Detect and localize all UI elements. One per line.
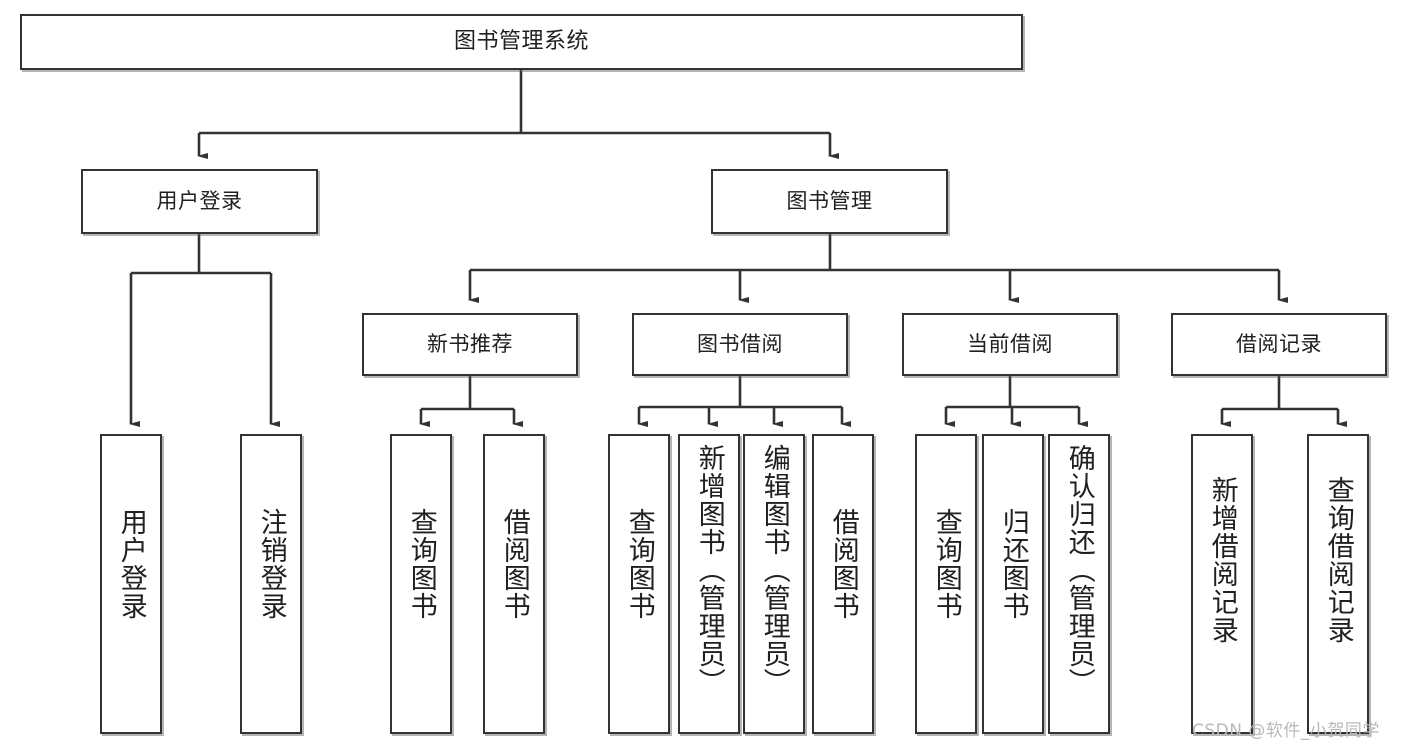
node-root-label: 图书管理系统 xyxy=(453,29,589,54)
node-leaf-confirm-return-label: 确认归还（管理员） xyxy=(1063,444,1095,696)
node-leaf-return-book[interactable]: 归还图书 xyxy=(982,434,1044,734)
node-leaf-query-book-2-label: 查询图书 xyxy=(623,508,655,620)
node-leaf-borrow-book-1[interactable]: 借阅图书 xyxy=(483,434,545,734)
node-leaf-query-record[interactable]: 查询借阅记录 xyxy=(1307,434,1369,734)
node-leaf-borrow-book-2-label: 借阅图书 xyxy=(827,508,859,620)
node-root[interactable]: 图书管理系统 xyxy=(20,14,1023,70)
node-leaf-add-record[interactable]: 新增借阅记录 xyxy=(1191,434,1253,734)
node-user-login[interactable]: 用户登录 xyxy=(81,169,318,234)
node-leaf-confirm-return[interactable]: 确认归还（管理员） xyxy=(1048,434,1110,734)
node-leaf-add-record-label: 新增借阅记录 xyxy=(1206,476,1238,644)
node-current-borrow[interactable]: 当前借阅 xyxy=(902,313,1118,376)
node-leaf-query-book-1-label: 查询图书 xyxy=(405,508,437,620)
node-leaf-borrow-book-2[interactable]: 借阅图书 xyxy=(812,434,874,734)
node-leaf-logout-label: 注销登录 xyxy=(255,508,287,620)
node-leaf-add-book[interactable]: 新增图书（管理员） xyxy=(678,434,740,734)
node-leaf-user-login-label: 用户登录 xyxy=(115,508,147,620)
node-book-manage[interactable]: 图书管理 xyxy=(711,169,948,234)
node-leaf-query-book-3[interactable]: 查询图书 xyxy=(915,434,977,734)
node-new-book-rec-label: 新书推荐 xyxy=(427,332,513,356)
node-current-borrow-label: 当前借阅 xyxy=(967,332,1053,356)
node-leaf-edit-book[interactable]: 编辑图书（管理员） xyxy=(743,434,805,734)
node-borrow-record[interactable]: 借阅记录 xyxy=(1171,313,1387,376)
node-leaf-query-record-label: 查询借阅记录 xyxy=(1322,476,1354,644)
node-leaf-edit-book-label: 编辑图书（管理员） xyxy=(758,444,790,696)
watermark: CSDN @软件_小贺同学 xyxy=(1192,721,1380,741)
node-leaf-user-login[interactable]: 用户登录 xyxy=(100,434,162,734)
node-book-borrow-label: 图书借阅 xyxy=(697,332,783,356)
node-borrow-record-label: 借阅记录 xyxy=(1236,332,1322,356)
node-user-login-label: 用户登录 xyxy=(156,189,243,213)
node-new-book-rec[interactable]: 新书推荐 xyxy=(362,313,578,376)
node-leaf-query-book-1[interactable]: 查询图书 xyxy=(390,434,452,734)
node-leaf-query-book-3-label: 查询图书 xyxy=(930,508,962,620)
node-leaf-add-book-label: 新增图书（管理员） xyxy=(693,444,725,696)
node-leaf-query-book-2[interactable]: 查询图书 xyxy=(608,434,670,734)
node-leaf-return-book-label: 归还图书 xyxy=(997,508,1029,620)
node-book-borrow[interactable]: 图书借阅 xyxy=(632,313,848,376)
node-book-manage-label: 图书管理 xyxy=(786,189,873,213)
node-leaf-logout[interactable]: 注销登录 xyxy=(240,434,302,734)
node-leaf-borrow-book-1-label: 借阅图书 xyxy=(498,508,530,620)
